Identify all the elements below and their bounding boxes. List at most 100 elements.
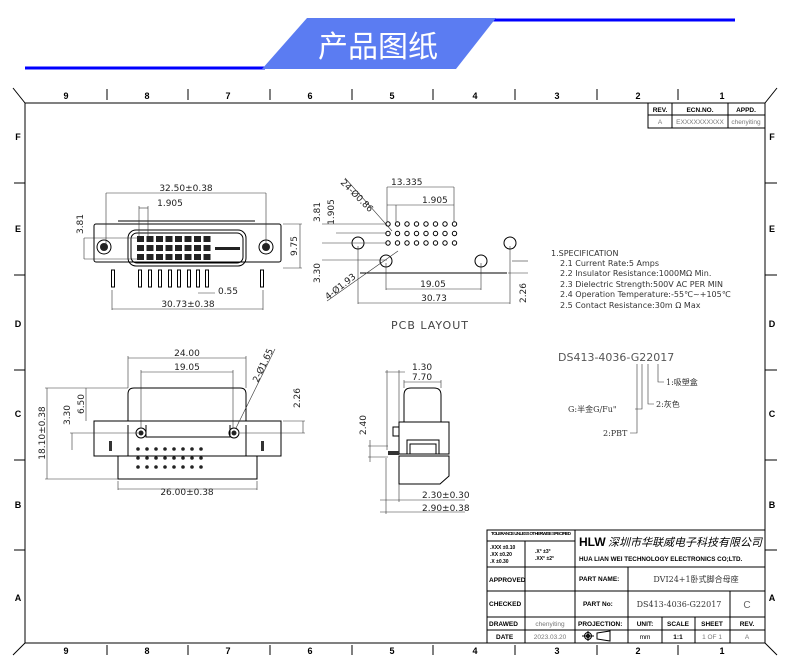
contact-dot: [199, 456, 203, 460]
appd-header: APPD.: [736, 107, 756, 114]
third-angle-projection-icon: [582, 630, 611, 642]
part-no-value: DS413-4036-G22017: [637, 600, 722, 609]
col-label: 7: [225, 646, 230, 656]
contact-dot: [145, 465, 149, 469]
spec-heading: 1.SPECIFICATION: [551, 249, 618, 258]
row-label: E: [15, 224, 21, 234]
spec-item: 2.3 Dielectric Strength:500V AC PER MIN: [560, 280, 723, 289]
pcb-hole: [394, 230, 401, 237]
dim-label: 3.81: [76, 214, 86, 234]
sheet-label: SHEET: [701, 621, 723, 628]
checked-label: CHECKED: [489, 601, 521, 608]
dim-label: 2.26: [519, 283, 529, 303]
row-label: E: [769, 224, 775, 234]
row-label: A: [769, 593, 776, 603]
pcb-layout: 13.335 24-Ø0.86 1.905 3.81 1.905 3.30 4-…: [313, 177, 529, 332]
pcb-hole: [451, 221, 458, 227]
scale-label: SCALE: [667, 621, 690, 628]
row-label: D: [769, 319, 776, 329]
col-label: 8: [144, 91, 149, 101]
tolerance-value: .XXX ±0.10: [490, 545, 515, 551]
part-no-label: PART No:: [583, 601, 613, 608]
specification-block: 1.SPECIFICATION 2.1 Current Rate:5 Amps …: [551, 249, 731, 310]
dim-label: 1.905: [327, 199, 337, 225]
col-label: 5: [389, 646, 394, 656]
contact-pin: [175, 236, 182, 242]
company-name-en: HUA LIAN WEI TECHNOLOGY ELECTRONICS CO;L…: [579, 556, 742, 563]
solder-leg: [158, 269, 162, 288]
contact-dot: [172, 447, 176, 451]
dim-label: 30.73±0.38: [161, 300, 215, 310]
row-label: F: [15, 132, 21, 142]
drawed-value: chenyiting: [535, 621, 565, 628]
page-header: 产品图纸: [25, 18, 735, 70]
dim-label: 2.30±0.30: [422, 491, 470, 501]
dim-label: 7.70: [412, 373, 432, 383]
spec-item: 2.2 Insulator Resistance:1000MΩ Min.: [560, 269, 711, 278]
revision-table: REV. ECN.NO. APPD. A EXXXXXXXXXX chenyit…: [647, 102, 766, 129]
col-label: 8: [144, 646, 149, 656]
contact-pin: [137, 245, 144, 251]
contact-pin: [137, 236, 144, 242]
header-banner: [262, 18, 496, 69]
solder-leg: [168, 269, 172, 288]
pcb-hole: [423, 240, 429, 246]
page-title: 产品图纸: [318, 30, 438, 65]
rev-label: REV.: [740, 621, 755, 628]
solder-leg: [196, 269, 200, 288]
row-label: C: [769, 409, 776, 419]
contact-pin: [203, 254, 211, 260]
dim-label: 3.30: [313, 263, 323, 283]
contact-dot: [190, 465, 194, 469]
dim-label: 2.26: [293, 388, 303, 408]
contact-dot: [163, 465, 167, 469]
contact-pin: [194, 236, 201, 242]
col-label: 3: [554, 91, 559, 101]
company-logo: HLW: [579, 535, 606, 549]
date-label: DATE: [496, 634, 514, 641]
pcb-layout-title: PCB LAYOUT: [391, 319, 469, 332]
part-code: DS413-4036-G22017: [558, 351, 674, 364]
front-view: 32.50±0.38 1.905 3.81 9.75 0.55 30.73±0.…: [76, 184, 302, 310]
row-label: A: [15, 593, 22, 603]
contact-pin: [184, 236, 192, 242]
dim-label: 0.55: [218, 287, 238, 297]
pcb-hole: [404, 230, 410, 237]
col-label: 1: [719, 646, 724, 656]
date-value: 2023.03.20: [534, 634, 567, 641]
contact-pin: [194, 245, 201, 251]
dim-label: 4-Ø1.93: [323, 271, 358, 302]
appd-value: chenyiting: [731, 119, 761, 126]
dim-label: 3.81: [313, 202, 323, 222]
col-label: 4: [472, 91, 477, 101]
dim-label: 24.00: [174, 349, 200, 359]
solder-leg: [205, 269, 209, 288]
pcb-hole: [404, 240, 410, 246]
part-name-label: PART NAME:: [579, 576, 619, 583]
pcb-hole: [432, 230, 439, 237]
dim-label: 1.905: [422, 196, 448, 206]
rev-header: REV.: [653, 107, 668, 114]
contact-dot: [190, 447, 194, 451]
dim-label: 2.90±0.38: [422, 504, 470, 514]
side-view: 1.30 7.70 2.40 2.30±0.30 2.90±0.38: [359, 363, 470, 514]
ecn-value: EXXXXXXXXXX: [676, 119, 724, 126]
dim-label: 19.05: [420, 280, 446, 290]
col-label: 7: [225, 91, 230, 101]
legend-note: G:半金G/Fu": [568, 404, 617, 414]
dim-label: 2.40: [359, 415, 369, 435]
dim-label: 19.05: [174, 363, 200, 373]
contact-dot: [190, 456, 194, 460]
rev-value: A: [658, 119, 663, 126]
pcb-hole: [413, 230, 420, 237]
contact-pin: [146, 245, 154, 251]
contact-dot: [145, 447, 149, 451]
solder-leg: [177, 269, 181, 288]
projection-label: PROJECTION:: [578, 621, 622, 628]
tolerance-value: .X° ±3°: [535, 549, 551, 555]
pcb-hole: [432, 221, 439, 227]
pcb-hole: [394, 240, 401, 246]
dim-label: 9.75: [290, 236, 300, 256]
contact-pin: [156, 254, 163, 260]
